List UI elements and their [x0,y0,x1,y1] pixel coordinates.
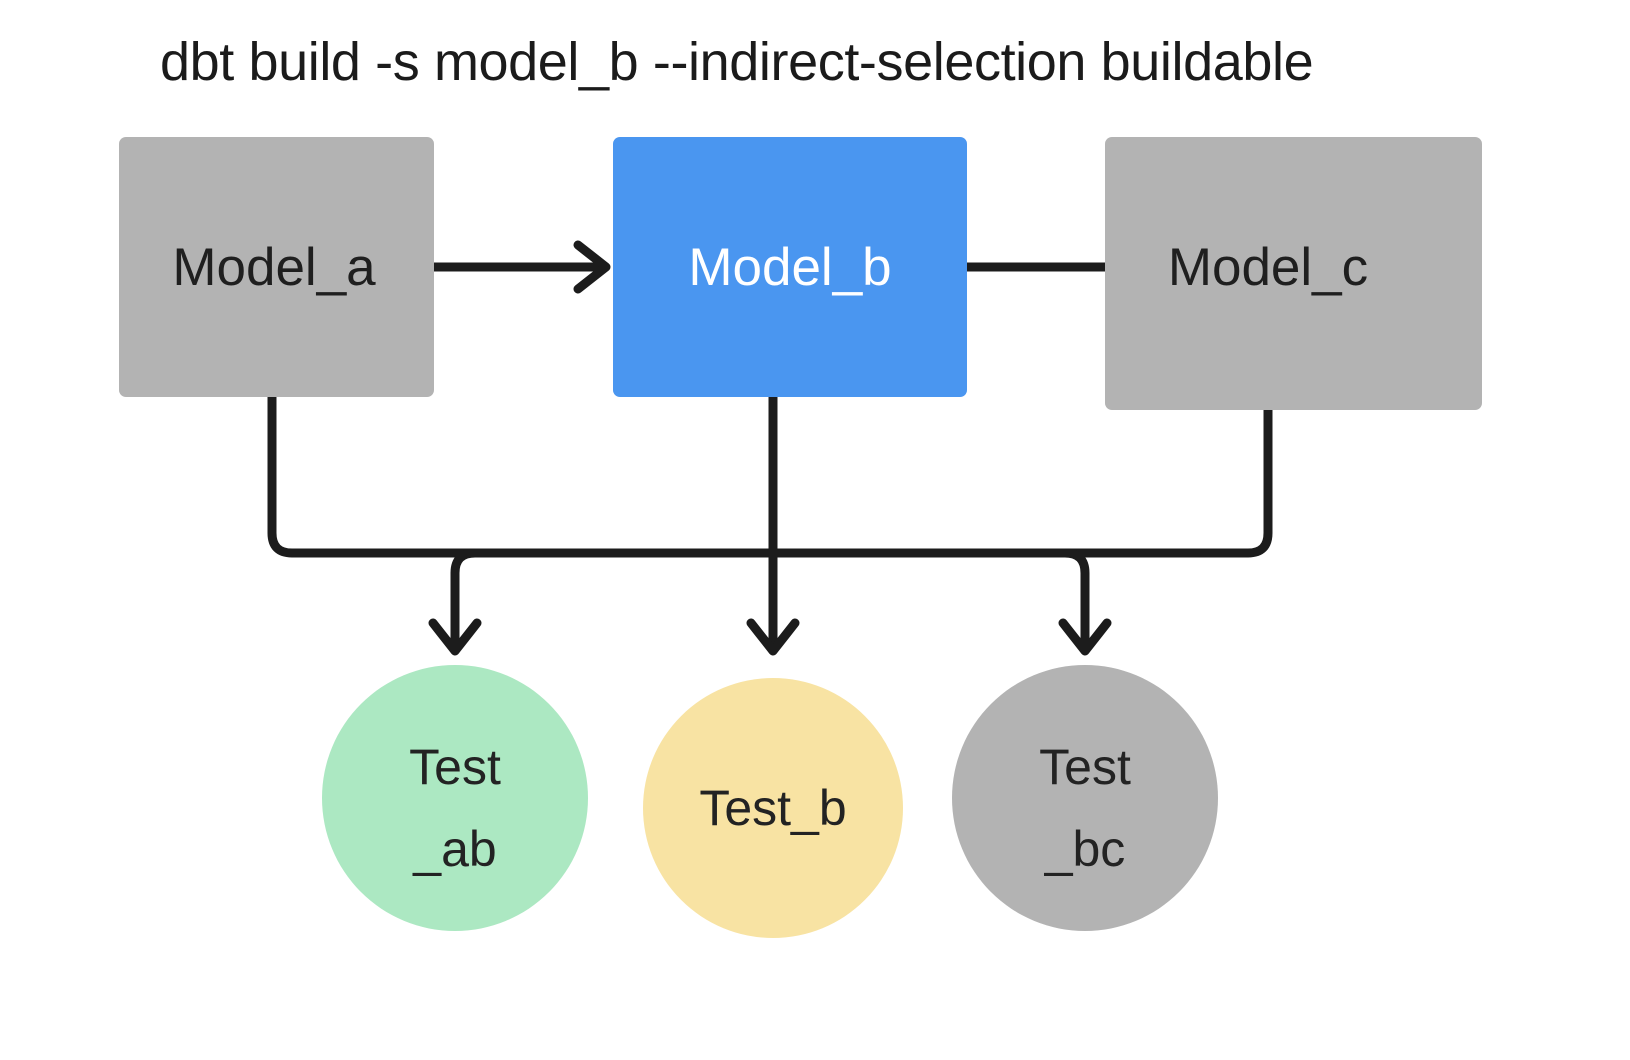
edge-model-c-to-test-bc [773,410,1273,558]
test-bc-circle[interactable] [952,665,1218,931]
test-bc-label-line1: Test [1039,739,1131,795]
node-model-c[interactable]: Model_c [1105,137,1482,410]
test-ab-circle[interactable] [322,665,588,931]
model-nodes-layer: Model_a Model_b Model_c [119,137,1482,410]
model-c-rect[interactable] [1105,137,1482,410]
test-b-circle[interactable] [643,678,903,938]
test-b-label: Test_b [699,780,846,836]
edge-model-b-to-test-b [746,397,800,656]
node-test-bc[interactable]: Test _bc [952,665,1218,931]
test-nodes-layer: Test _ab Test_b Test _bc [322,665,1218,938]
node-test-ab[interactable]: Test _ab [322,665,588,931]
model-c-label: Model_c [1168,238,1368,297]
model-b-label: Model_b [688,238,891,297]
model-a-label: Model_a [172,238,376,297]
node-model-b[interactable]: Model_b [613,137,967,397]
edge-model-a-to-test-ab [267,397,773,558]
model-a-rect[interactable] [119,137,434,397]
node-test-b[interactable]: Test_b [643,678,903,938]
edge-bus-to-test-ab [428,548,482,656]
test-ab-label-line1: Test [409,739,501,795]
diagram-title: dbt build -s model_b --indirect-selectio… [160,32,1313,92]
edge-bus-to-test-bc [1058,548,1112,656]
test-ab-label-line2: _ab [412,821,496,877]
node-model-a[interactable]: Model_a [119,137,434,397]
edge-model-a-to-model-b [434,240,611,294]
test-bc-label-line2: _bc [1044,821,1126,877]
edge-layer [267,240,1273,656]
model-b-rect[interactable] [613,137,967,397]
